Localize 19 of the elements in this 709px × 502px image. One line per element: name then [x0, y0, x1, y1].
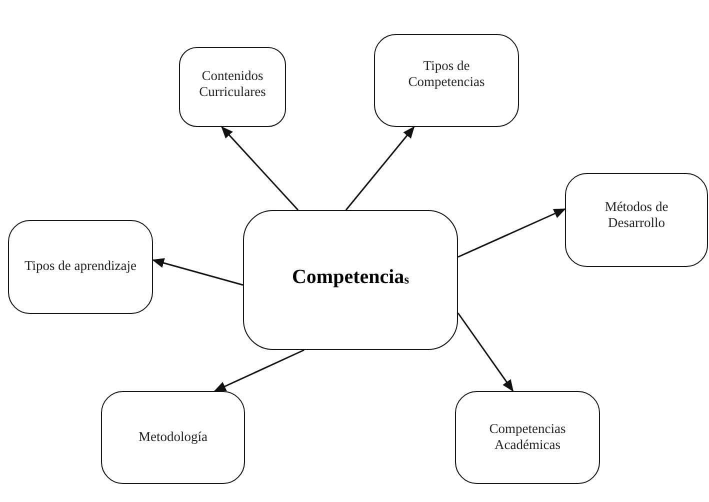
rounded-box [374, 34, 519, 127]
arrow [345, 126, 415, 210]
arrow [457, 312, 514, 392]
rounded-box [101, 391, 245, 484]
rounded-box [565, 173, 708, 267]
node-label: Contenidos Curriculares [198, 68, 267, 99]
node-label: Tipos de Competencias [407, 58, 486, 89]
node-label: Tipos de aprendizaje [24, 258, 138, 274]
rounded-box [8, 220, 153, 314]
node-label: Métodos de Desarrollo [604, 199, 670, 230]
arrow [458, 208, 566, 258]
rounded-box [179, 47, 286, 127]
arrow [214, 349, 304, 392]
node-label: Competencias Académicas [488, 421, 567, 452]
node-label: Metodología [138, 429, 208, 444]
rounded-box [243, 210, 458, 350]
arrow [152, 258, 244, 286]
rounded-box [455, 391, 600, 484]
arrow [221, 126, 299, 210]
